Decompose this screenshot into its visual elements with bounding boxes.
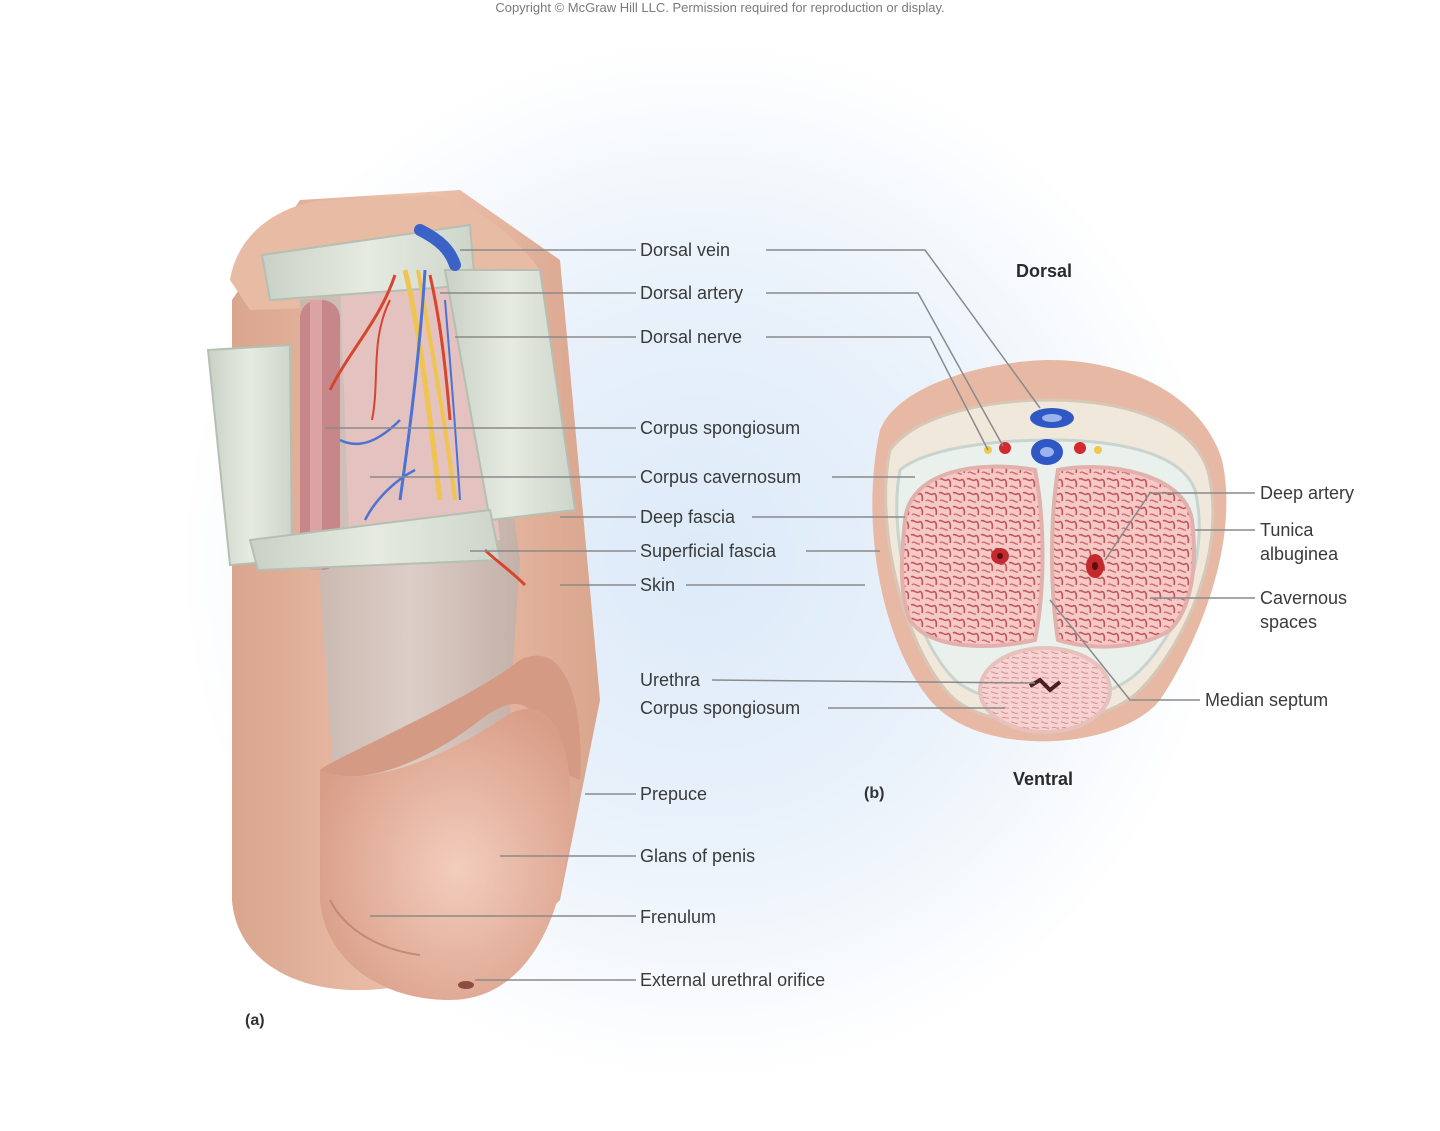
label-external-urethral-orifice: External urethral orifice [640, 970, 826, 990]
panel-b-art [872, 360, 1227, 742]
panel-a-art [206, 190, 600, 1000]
panel-b-tag: (b) [864, 785, 885, 802]
label-albuginea: albuginea [1260, 544, 1339, 564]
label-ventral: Ventral [1013, 769, 1074, 789]
label-corpus-cavernosum: Corpus cavernosum [640, 467, 802, 487]
copyright-notice: Copyright © McGraw Hill LLC. Permission … [495, 0, 945, 15]
label-prepuce: Prepuce [640, 784, 708, 804]
label-corpus-spongiosum-b: Corpus spongiosum [640, 698, 801, 718]
label-deep-artery: Deep artery [1260, 483, 1355, 503]
label-skin: Skin [640, 575, 676, 595]
label-superficial-fascia: Superficial fascia [640, 541, 777, 561]
leader-lines [325, 249, 1255, 981]
label-dorsal: Dorsal [1016, 261, 1073, 281]
label-deep-fascia: Deep fascia [640, 507, 736, 527]
label-median-septum: Median septum [1205, 690, 1329, 710]
panel-a-tag: (a) [245, 1012, 265, 1029]
label-urethra: Urethra [640, 670, 701, 690]
label-frenulum: Frenulum [640, 907, 717, 927]
label-corpus-spongiosum: Corpus spongiosum [640, 418, 801, 438]
label-dorsal-nerve: Dorsal nerve [640, 327, 743, 347]
label-glans: Glans of penis [640, 846, 756, 866]
label-dorsal-artery: Dorsal artery [640, 283, 744, 303]
label-spaces: spaces [1260, 612, 1318, 632]
label-dorsal-vein: Dorsal vein [640, 240, 731, 260]
label-cavernous: Cavernous [1260, 588, 1348, 608]
label-tunica: Tunica [1260, 520, 1314, 540]
